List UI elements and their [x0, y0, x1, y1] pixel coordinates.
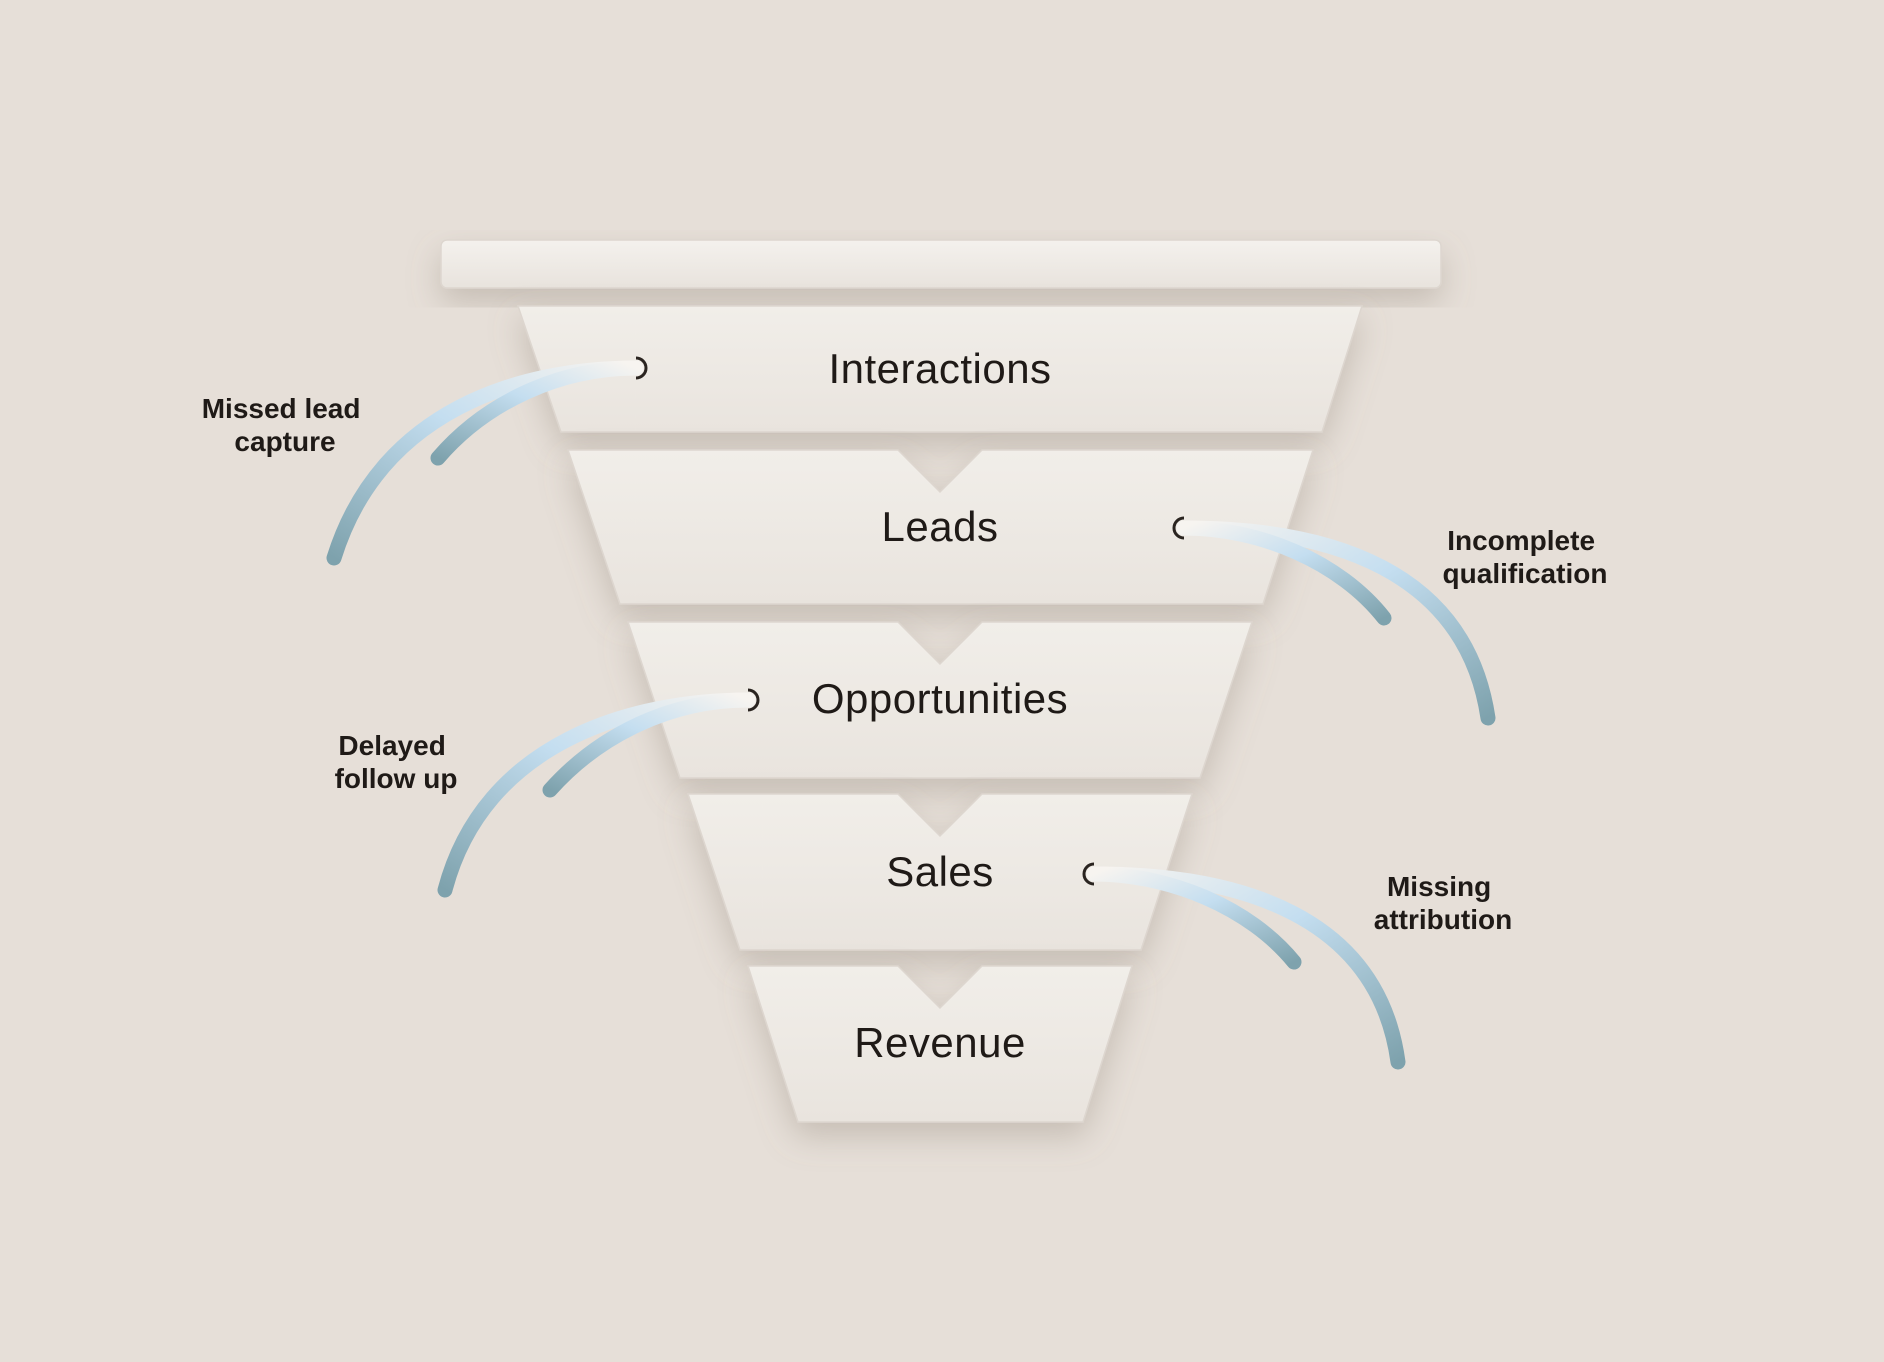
funnel-rim	[440, 239, 1442, 289]
leak-pipe-missing-attribution	[1082, 862, 1406, 1070]
leak-hole-icon	[635, 356, 648, 380]
leak-pipe-inner	[542, 692, 756, 798]
funnel-stage-revenue	[746, 965, 1134, 1123]
leak-hole-icon	[1172, 516, 1185, 540]
funnel-stage-shape	[566, 449, 1315, 605]
funnel-stage-sales	[686, 793, 1194, 951]
leak-pipe-missed-lead-capture	[326, 356, 648, 566]
funnel-stage-shape	[626, 621, 1254, 779]
leak-label-missing-attribution: Missing attribution	[1374, 871, 1512, 935]
funnel-stage-opportunities	[626, 621, 1254, 779]
leak-hole-icon	[747, 688, 760, 712]
stage-label: Revenue	[854, 1019, 1026, 1066]
funnel-stage-leads	[566, 449, 1315, 605]
stage-label: Opportunities	[812, 675, 1068, 722]
stage-label: Interactions	[828, 345, 1051, 392]
leak-pipe-delayed-follow-up	[437, 688, 760, 898]
leak-pipe-inner	[1176, 520, 1392, 626]
leak-pipe-inner	[430, 360, 644, 466]
leak-pipe-inner	[1086, 866, 1302, 970]
funnel-stage-shape	[686, 793, 1194, 951]
funnel-stage-shape	[746, 965, 1134, 1123]
stage-label: Sales	[886, 848, 994, 895]
leak-hole-icon	[1082, 862, 1095, 886]
leak-pipe-incomplete-qualification	[1172, 516, 1496, 726]
leak-label-missed-lead-capture: Missed lead capture	[202, 393, 369, 457]
stage-label: Leads	[882, 503, 999, 550]
leak-label-incomplete-qualification: Incomplete qualification	[1443, 525, 1608, 589]
leak-label-delayed-follow-up: Delayed follow up	[335, 730, 458, 794]
